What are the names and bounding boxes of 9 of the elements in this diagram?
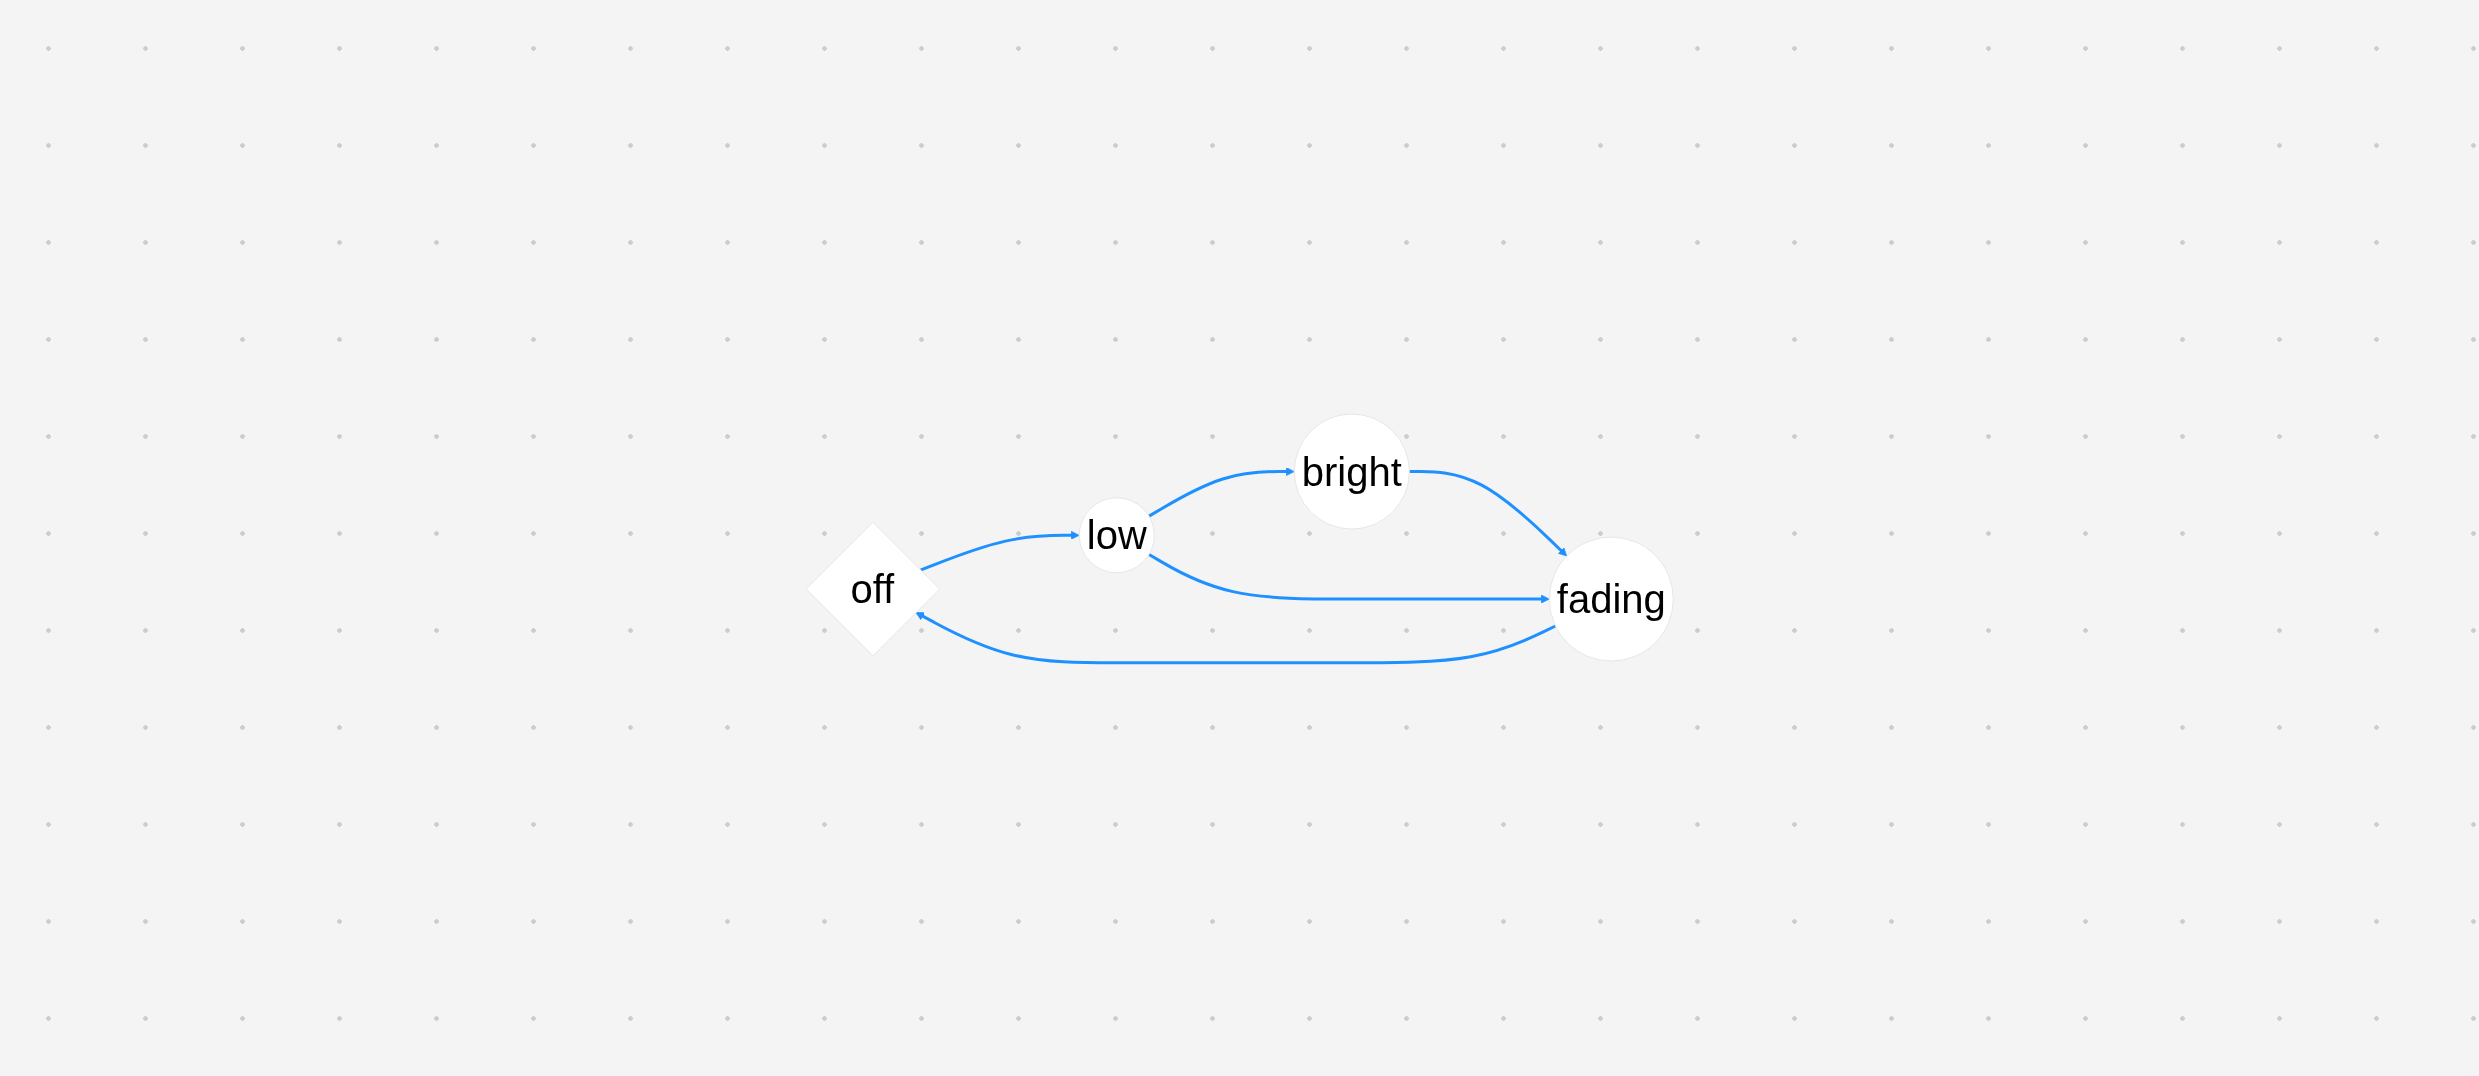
arrow	[1148, 552, 1550, 604]
node-circle: fading	[1548, 536, 1674, 662]
arrow	[915, 611, 1556, 664]
arrow	[919, 530, 1080, 572]
arrow	[1148, 466, 1295, 518]
arrow	[1409, 469, 1567, 556]
node-circle: bright	[1293, 413, 1410, 530]
node-diamond: off	[805, 521, 941, 656]
node-circle: low	[1078, 496, 1155, 573]
